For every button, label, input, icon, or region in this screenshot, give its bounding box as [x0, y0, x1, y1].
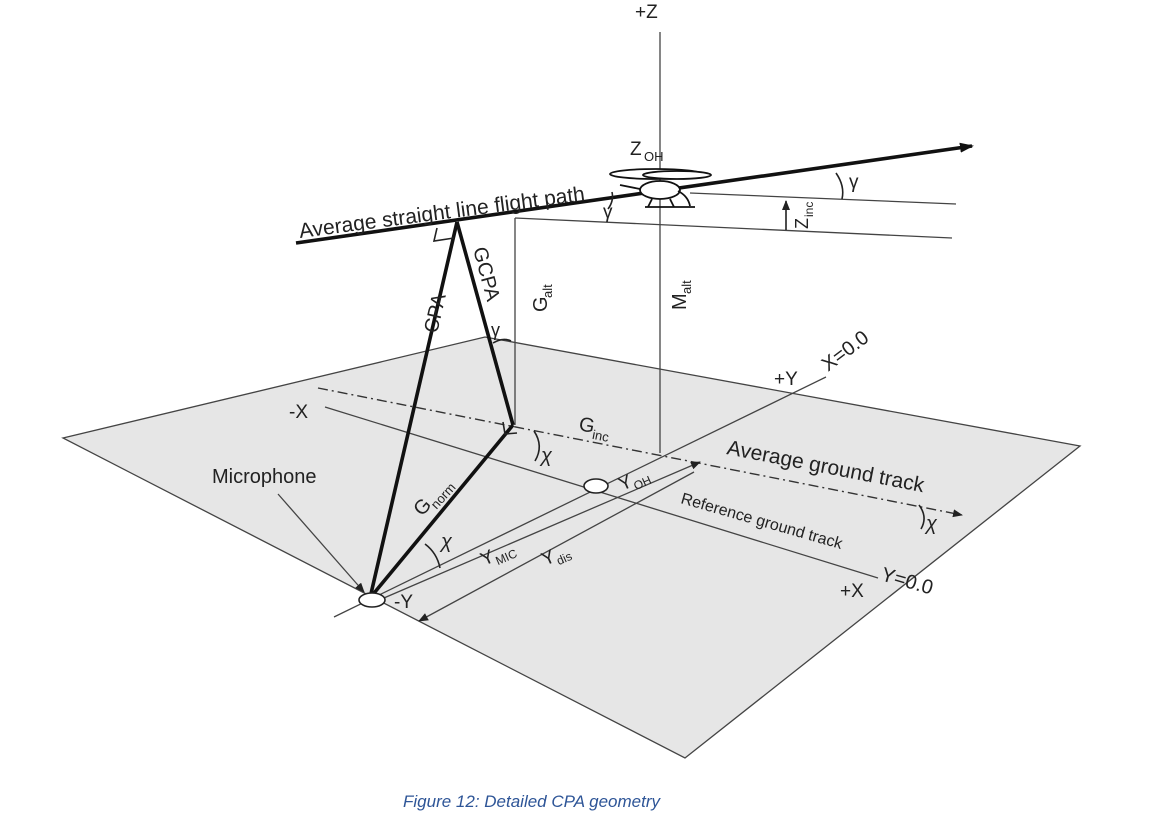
svg-text:inc: inc — [802, 202, 816, 217]
gamma-label-right: γ — [849, 172, 859, 193]
cpa-label: CPA — [420, 291, 451, 335]
y-axis-line — [333, 376, 827, 618]
chi-label-mic: χ — [439, 531, 453, 553]
gamma-arc-flight-path — [607, 191, 614, 210]
chi-label-track: χ — [924, 513, 938, 535]
figure-caption: Figure 12: Detailed CPA geometry — [403, 792, 662, 811]
gcpa-line — [455, 221, 515, 426]
svg-text:Z: Z — [792, 218, 812, 229]
y-oh-arrow — [369, 461, 701, 605]
svg-text:M: M — [669, 293, 691, 310]
g-inc-label: G inc — [577, 413, 611, 445]
gamma-label-gcpa: γ — [491, 320, 500, 340]
minus-y-label: -Y — [394, 592, 413, 613]
microphone-leader-line — [277, 493, 365, 593]
svg-text:OH: OH — [644, 149, 664, 164]
svg-text:G: G — [530, 296, 552, 312]
right-angle-marker-gnorm — [502, 421, 518, 435]
x-zero-label: X=0.0 — [818, 327, 873, 376]
overhead-point-marker — [583, 478, 609, 494]
svg-text:alt: alt — [679, 280, 694, 294]
average-ground-track-line — [317, 387, 963, 518]
y-dis-arrow — [418, 471, 695, 622]
gamma-arc-right — [835, 172, 844, 200]
g-alt-label: G alt — [530, 284, 555, 312]
chi-label-ground: χ — [539, 445, 553, 467]
m-alt-label: M alt — [669, 280, 694, 310]
cpa-line — [368, 221, 459, 599]
right-angle-marker-cpa — [432, 227, 455, 242]
microphone-icon — [358, 592, 386, 608]
chi-arc-track — [918, 504, 925, 530]
z-inc-label: Z inc — [792, 202, 816, 229]
plus-x-label: +X — [840, 581, 864, 602]
gamma-arc-gcpa — [492, 338, 512, 344]
svg-text:Z: Z — [630, 139, 642, 160]
minus-x-label: -X — [289, 402, 308, 423]
gamma-label-flight: γ — [603, 202, 613, 223]
svg-text:alt: alt — [540, 284, 555, 298]
chi-arc-ground — [533, 430, 541, 462]
z-oh-label: Z OH — [630, 139, 664, 164]
g-norm-line — [368, 423, 515, 600]
svg-text:G: G — [577, 413, 596, 438]
flight-path-line — [295, 142, 974, 245]
horizontal-reference-line-lower — [514, 217, 953, 239]
svg-text:inc: inc — [591, 427, 611, 445]
chi-arc-mic — [424, 543, 441, 569]
horizontal-reference-line-upper — [689, 192, 957, 205]
flight-path-label: Average straight line flight path — [298, 183, 587, 243]
microphone-label: Microphone — [212, 466, 317, 488]
gcpa-label: GCPA — [468, 245, 504, 305]
svg-text:OH: OH — [631, 473, 653, 493]
plus-y-label: +Y — [774, 369, 798, 390]
helicopter-icon — [609, 168, 712, 208]
plus-z-label: +Z — [635, 2, 658, 23]
ground-plane — [61, 336, 1082, 759]
svg-text:dis: dis — [554, 549, 574, 568]
